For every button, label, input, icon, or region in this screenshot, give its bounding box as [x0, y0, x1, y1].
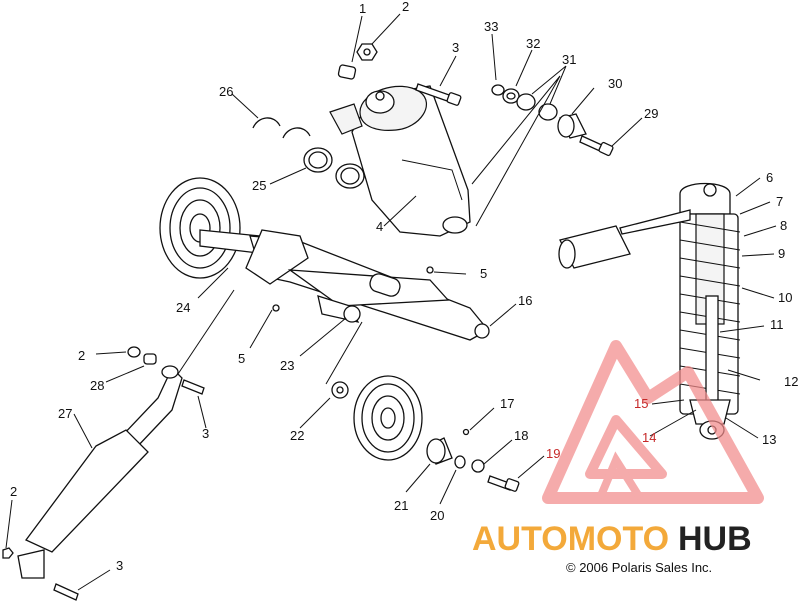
callout-12: 12: [784, 374, 798, 389]
callout-8: 8: [780, 218, 787, 233]
clamp-part-25: [303, 147, 365, 189]
shock-body-part-4: [329, 85, 471, 237]
callout-3-mid: 3: [202, 426, 209, 441]
bolt-part-3-top: [415, 83, 462, 106]
limiter-part-27: [17, 366, 183, 579]
callout-32: 32: [526, 36, 540, 51]
nut-part-18: [471, 459, 485, 473]
callout-16: 16: [518, 293, 532, 308]
callout-31: 31: [562, 52, 576, 67]
callout-13: 13: [762, 432, 776, 447]
callout-25: 25: [252, 178, 266, 193]
leader-lines: [5, 13, 777, 591]
callout-2-bottom: 2: [10, 484, 17, 499]
callout-19: 19: [546, 446, 560, 461]
ring-part-32: [502, 88, 520, 104]
spacer-part-30: [557, 113, 587, 139]
washer-part-22: [331, 381, 349, 399]
bolt-part-3-bottom: [53, 583, 79, 601]
clip-part-26: [252, 117, 311, 139]
callout-23: 23: [280, 358, 294, 373]
callout-18: 18: [514, 428, 528, 443]
ring-part-31: [516, 93, 558, 121]
callout-7: 7: [776, 194, 783, 209]
callout-21: 21: [394, 498, 408, 513]
callout-33: 33: [484, 19, 498, 34]
bushing-part-1: [337, 64, 357, 80]
callout-28: 28: [90, 378, 104, 393]
callout-5-lower: 5: [238, 351, 245, 366]
callout-3: 3: [452, 40, 459, 55]
callout-10: 10: [778, 290, 792, 305]
callout-3-bottom: 3: [116, 558, 123, 573]
callout-24: 24: [176, 300, 190, 315]
reservoir-part-6: [558, 225, 631, 269]
callout-9: 9: [778, 246, 785, 261]
grease-fitting-part-17: [462, 428, 470, 436]
callout-14: 14: [642, 430, 656, 445]
callout-5-upper: 5: [480, 266, 487, 281]
callout-labels: 1 2 3 33 32 31 26 30 29 25 4 6 7 8 9 5 1…: [10, 0, 798, 573]
swing-arm-assembly: [199, 229, 490, 341]
nut-part-2-bottom: [2, 547, 14, 559]
callout-2: 2: [402, 0, 409, 14]
callout-22: 22: [290, 428, 304, 443]
washer-part-20: [454, 455, 466, 469]
callout-17: 17: [500, 396, 514, 411]
bushing-collar: [161, 365, 179, 379]
watermark-logo: [542, 340, 764, 504]
spacer-part-21: [426, 437, 453, 465]
callout-20: 20: [430, 508, 444, 523]
nut-part-2-top: [356, 43, 378, 61]
callout-27: 27: [58, 406, 72, 421]
callout-15: 15: [634, 396, 648, 411]
callout-1: 1: [359, 1, 366, 16]
callout-30: 30: [608, 76, 622, 91]
idler-wheel-part-24: [159, 177, 241, 279]
bolt-part-3-mid: [181, 379, 205, 395]
callout-29: 29: [644, 106, 658, 121]
bolt-part-29: [579, 135, 614, 157]
idler-wheel-lower: [353, 375, 423, 461]
bushing-part-28: [143, 353, 157, 365]
callout-6: 6: [766, 170, 773, 185]
watermark-text-left: AUTOMOTO: [472, 520, 669, 558]
callout-2-left: 2: [78, 348, 85, 363]
callout-26: 26: [219, 84, 233, 99]
callout-4: 4: [376, 219, 383, 234]
bolt-part-19: [487, 475, 520, 492]
copyright-text: © 2006 Polaris Sales Inc.: [566, 560, 712, 575]
callout-11: 11: [770, 317, 784, 332]
washer-part-33: [491, 84, 505, 96]
watermark-text-right: HUB: [678, 520, 752, 558]
nut-part-2-left: [127, 346, 141, 358]
